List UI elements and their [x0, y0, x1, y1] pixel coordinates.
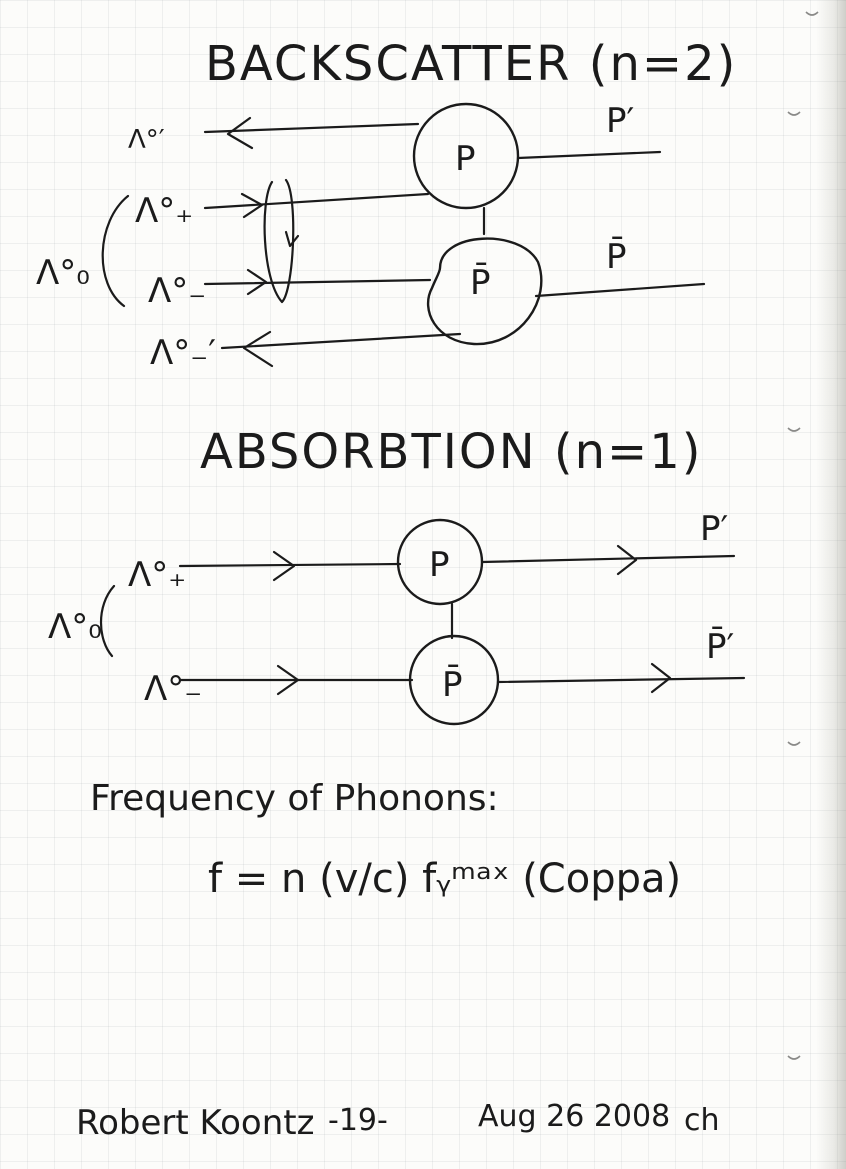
backscatter-label-lambda-out-top: Λ°′	[128, 125, 165, 155]
backscatter-out-top-arrowhead	[226, 116, 254, 150]
absorption-circle-p-label: P	[429, 545, 450, 585]
backscatter-label-lambda-minus: Λ°₋	[148, 271, 206, 311]
frequency-formula: f = n (v/c) fᵧᵐᵃˣ (Coppa)	[208, 856, 681, 902]
backscatter-label-lambda-plus: Λ°₊	[135, 191, 193, 231]
absorption-bracket	[99, 584, 116, 658]
backscatter-in-minus-arrowhead	[246, 268, 268, 296]
backscatter-p-out-line	[516, 150, 662, 160]
backscatter-circle-pbar	[426, 237, 543, 346]
absorption-circle-pbar	[408, 634, 500, 726]
backscatter-loop-arrow	[284, 230, 300, 248]
backscatter-in-minus-line	[203, 278, 432, 286]
backscatter-out-bottom-line	[220, 332, 462, 350]
absorption-title: ABSORBTION (n=1)	[200, 424, 703, 480]
backscatter-label-p-out: P′	[606, 101, 634, 141]
absorption-p-out-arrowhead	[616, 544, 638, 576]
backscatter-label-pair: Λ°₀	[36, 253, 90, 293]
backscatter-in-plus-arrowhead	[240, 192, 264, 219]
absorption-pbar-out-line	[496, 676, 746, 684]
backscatter-circle-p-label: P	[455, 139, 476, 179]
absorption-label-p-out: P′	[700, 509, 728, 549]
backscatter-out-top-line	[203, 122, 420, 134]
absorption-in-plus-arrowhead	[272, 550, 296, 582]
page-edge	[816, 0, 846, 1169]
backscatter-circle-p	[412, 102, 520, 210]
footer-page-number: -19-	[328, 1103, 388, 1138]
absorption-p-out-line	[480, 554, 736, 564]
absorption-in-plus-line	[178, 562, 402, 568]
absorption-pbar-out-arrowhead	[650, 662, 672, 694]
frequency-heading: Frequency of Phonons:	[90, 778, 499, 819]
backscatter-pbar-out-line	[534, 282, 706, 298]
backscatter-out-bottom-arrowhead	[242, 330, 274, 368]
backscatter-circle-pbar-label: P̄	[470, 262, 491, 303]
backscatter-title: BACKSCATTER (n=2)	[205, 36, 737, 92]
footer-date: Aug 26 2008	[478, 1099, 670, 1134]
backscatter-label-lambda-out-bottom: Λ°₋′	[150, 333, 216, 373]
absorption-label-pbar-out: P̄′	[706, 626, 734, 667]
backscatter-loop	[263, 178, 295, 304]
absorption-label-lambda-minus: Λ°₋	[144, 669, 202, 709]
absorption-label-pair: Λ°₀	[48, 607, 102, 647]
backscatter-bracket	[101, 194, 130, 308]
backscatter-in-plus-line	[203, 192, 430, 210]
footer-author: Robert Koontz	[76, 1103, 314, 1143]
footer-initials: ch	[684, 1103, 720, 1138]
absorption-circle-pbar-label: P̄	[442, 664, 463, 705]
binder-notches	[787, 11, 819, 1060]
backscatter-label-pbar-out: P̄	[606, 236, 627, 277]
absorption-in-minus-arrowhead	[276, 664, 300, 696]
absorption-label-lambda-plus: Λ°₊	[128, 555, 186, 595]
